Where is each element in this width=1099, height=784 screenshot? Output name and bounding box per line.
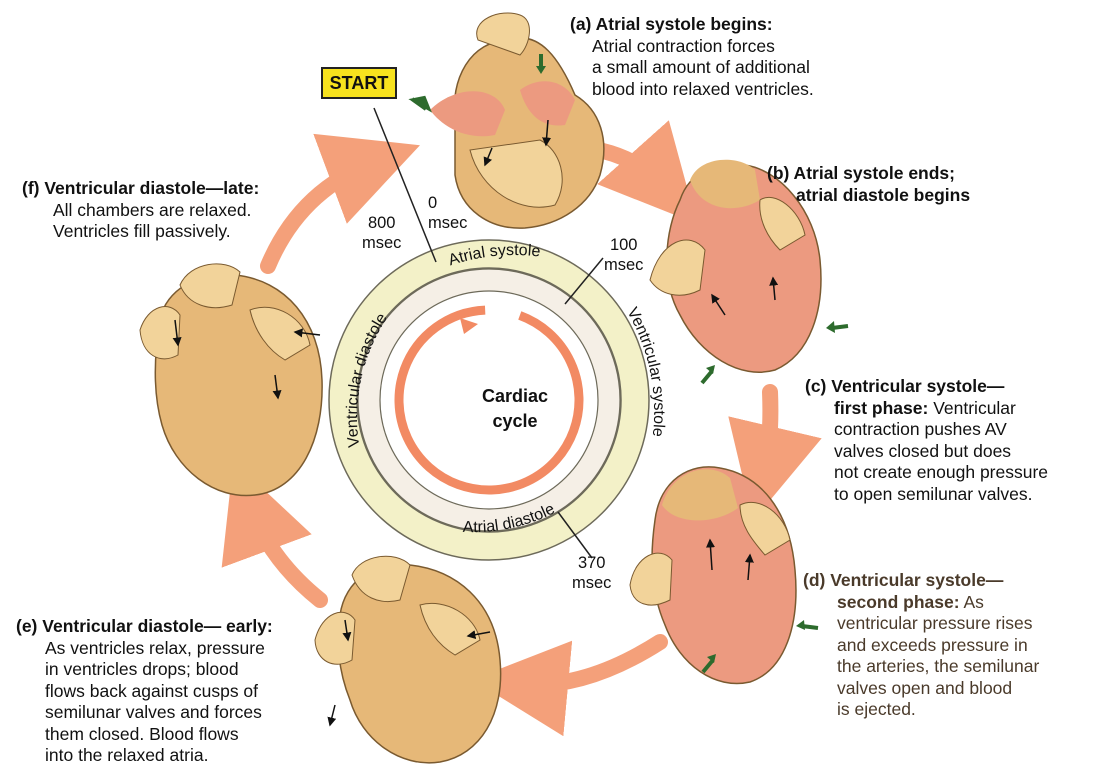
timing-100: 100 msec bbox=[604, 235, 643, 275]
timing-370-unit: msec bbox=[572, 573, 611, 593]
stage-b-annotation: (b) Atrial systole ends; atrial diastole… bbox=[767, 163, 970, 206]
stage-a-line-3: blood into relaxed ventricles. bbox=[592, 79, 814, 101]
stage-d-line-6: is ejected. bbox=[837, 699, 1039, 721]
stage-f-heading: (f) Ventricular diastole—late: bbox=[22, 178, 259, 200]
timing-800-value: 800 bbox=[362, 213, 401, 233]
stage-e-line-2: in ventricles drops; blood bbox=[45, 659, 273, 681]
stage-f-line-1: All chambers are relaxed. bbox=[53, 200, 259, 222]
center-label-line-2: cycle bbox=[450, 409, 580, 434]
stage-c-annotation: (c) Ventricular systole— first phase: Ve… bbox=[805, 376, 1048, 505]
stage-f-annotation: (f) Ventricular diastole—late: All chamb… bbox=[22, 178, 259, 243]
timing-370: 370 msec bbox=[572, 553, 611, 593]
stage-a-heading: (a) Atrial systole begins: bbox=[570, 14, 814, 36]
stage-d-line-5: valves open and blood bbox=[837, 678, 1039, 700]
stage-d-line-1: As bbox=[960, 592, 984, 612]
arrow-f-to-a bbox=[268, 162, 375, 266]
timing-370-value: 370 bbox=[572, 553, 611, 573]
heart-illustration-f bbox=[140, 264, 322, 496]
stage-d-line-2: ventricular pressure rises bbox=[837, 613, 1039, 635]
arrow-b-to-c bbox=[764, 392, 770, 474]
stage-a-annotation: (a) Atrial systole begins: Atrial contra… bbox=[570, 14, 814, 100]
stage-a-line-2: a small amount of additional bbox=[592, 57, 814, 79]
stage-d-heading: (d) Ventricular systole— bbox=[803, 570, 1039, 592]
timing-800: 800 msec bbox=[362, 213, 401, 253]
stage-c-line-2: contraction pushes AV bbox=[834, 419, 1048, 441]
timing-100-unit: msec bbox=[604, 255, 643, 275]
arrow-e-to-f bbox=[250, 506, 320, 600]
timing-0: 0 msec bbox=[428, 193, 467, 233]
timing-100-value: 100 bbox=[604, 235, 643, 255]
stage-e-line-6: into the relaxed atria. bbox=[45, 745, 273, 767]
arrow-c-to-e bbox=[520, 642, 660, 685]
stage-e-heading: (e) Ventricular diastole— early: bbox=[16, 616, 273, 638]
start-label: START bbox=[321, 67, 397, 99]
stage-c-line-5: to open semilunar valves. bbox=[834, 484, 1048, 506]
timing-800-unit: msec bbox=[362, 233, 401, 253]
stage-e-line-3: flows back against cusps of bbox=[45, 681, 273, 703]
center-label-line-1: Cardiac bbox=[450, 384, 580, 409]
stage-b-heading-2: atrial diastole begins bbox=[767, 185, 970, 207]
center-label: Cardiac cycle bbox=[450, 384, 580, 434]
stage-c-line-1: Ventricular bbox=[928, 398, 1016, 418]
stage-d-subheading: second phase: bbox=[837, 592, 960, 612]
stage-c-heading: (c) Ventricular systole— bbox=[805, 376, 1048, 398]
arrow-a-to-b bbox=[603, 151, 665, 188]
stage-c-line-3: valves closed but does bbox=[834, 441, 1048, 463]
stage-e-annotation: (e) Ventricular diastole— early: As vent… bbox=[16, 616, 273, 767]
timing-0-value: 0 bbox=[428, 193, 467, 213]
stage-e-line-4: semilunar valves and forces bbox=[45, 702, 273, 724]
stage-c-line-4: not create enough pressure bbox=[834, 462, 1048, 484]
stage-e-line-5: them closed. Blood flows bbox=[45, 724, 273, 746]
stage-b-heading-1: (b) Atrial systole ends; bbox=[767, 163, 970, 185]
timing-0-unit: msec bbox=[428, 213, 467, 233]
stage-c-subheading: first phase: bbox=[834, 398, 928, 418]
heart-illustration-e bbox=[315, 556, 501, 763]
stage-a-line-1: Atrial contraction forces bbox=[592, 36, 814, 58]
stage-d-line-3: and exceeds pressure in bbox=[837, 635, 1039, 657]
stage-f-line-2: Ventricles fill passively. bbox=[53, 221, 259, 243]
stage-e-line-1: As ventricles relax, pressure bbox=[45, 638, 273, 660]
stage-d-line-4: the arteries, the semilunar bbox=[837, 656, 1039, 678]
stage-d-annotation: (d) Ventricular systole— second phase: A… bbox=[803, 570, 1039, 721]
